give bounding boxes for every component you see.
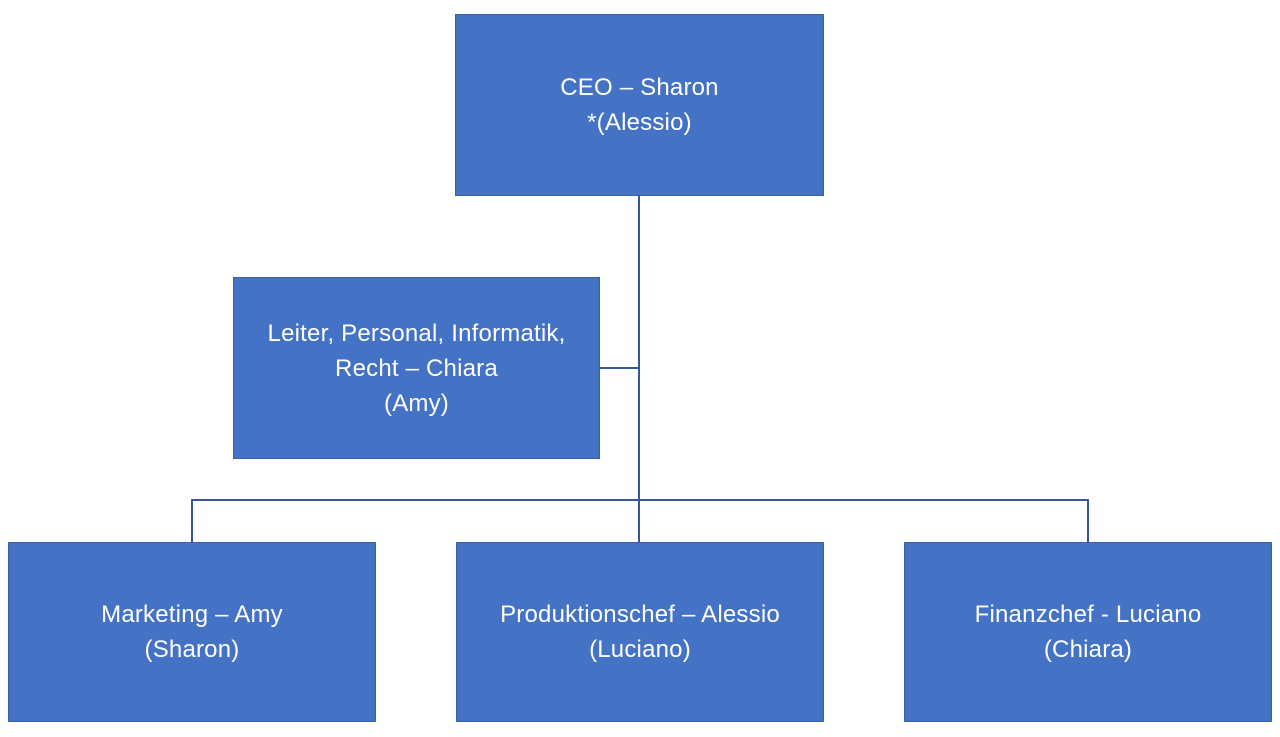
org-node-finanzchef: Finanzchef - Luciano (Chiara): [904, 542, 1272, 722]
org-node-produktionschef: Produktionschef – Alessio (Luciano): [456, 542, 824, 722]
org-node-staff-leiter-personal-informatik-recht: Leiter, Personal, Informatik, Recht – Ch…: [233, 277, 600, 459]
connector-staff-stub: [600, 367, 638, 369]
connector-ceo-vertical: [638, 196, 640, 542]
connector-drop-finance: [1087, 499, 1089, 542]
org-node-marketing: Marketing – Amy (Sharon): [8, 542, 376, 722]
connector-drop-marketing: [191, 499, 193, 542]
org-node-ceo: CEO – Sharon *(Alessio): [455, 14, 824, 196]
connector-children-rail: [191, 499, 1089, 501]
